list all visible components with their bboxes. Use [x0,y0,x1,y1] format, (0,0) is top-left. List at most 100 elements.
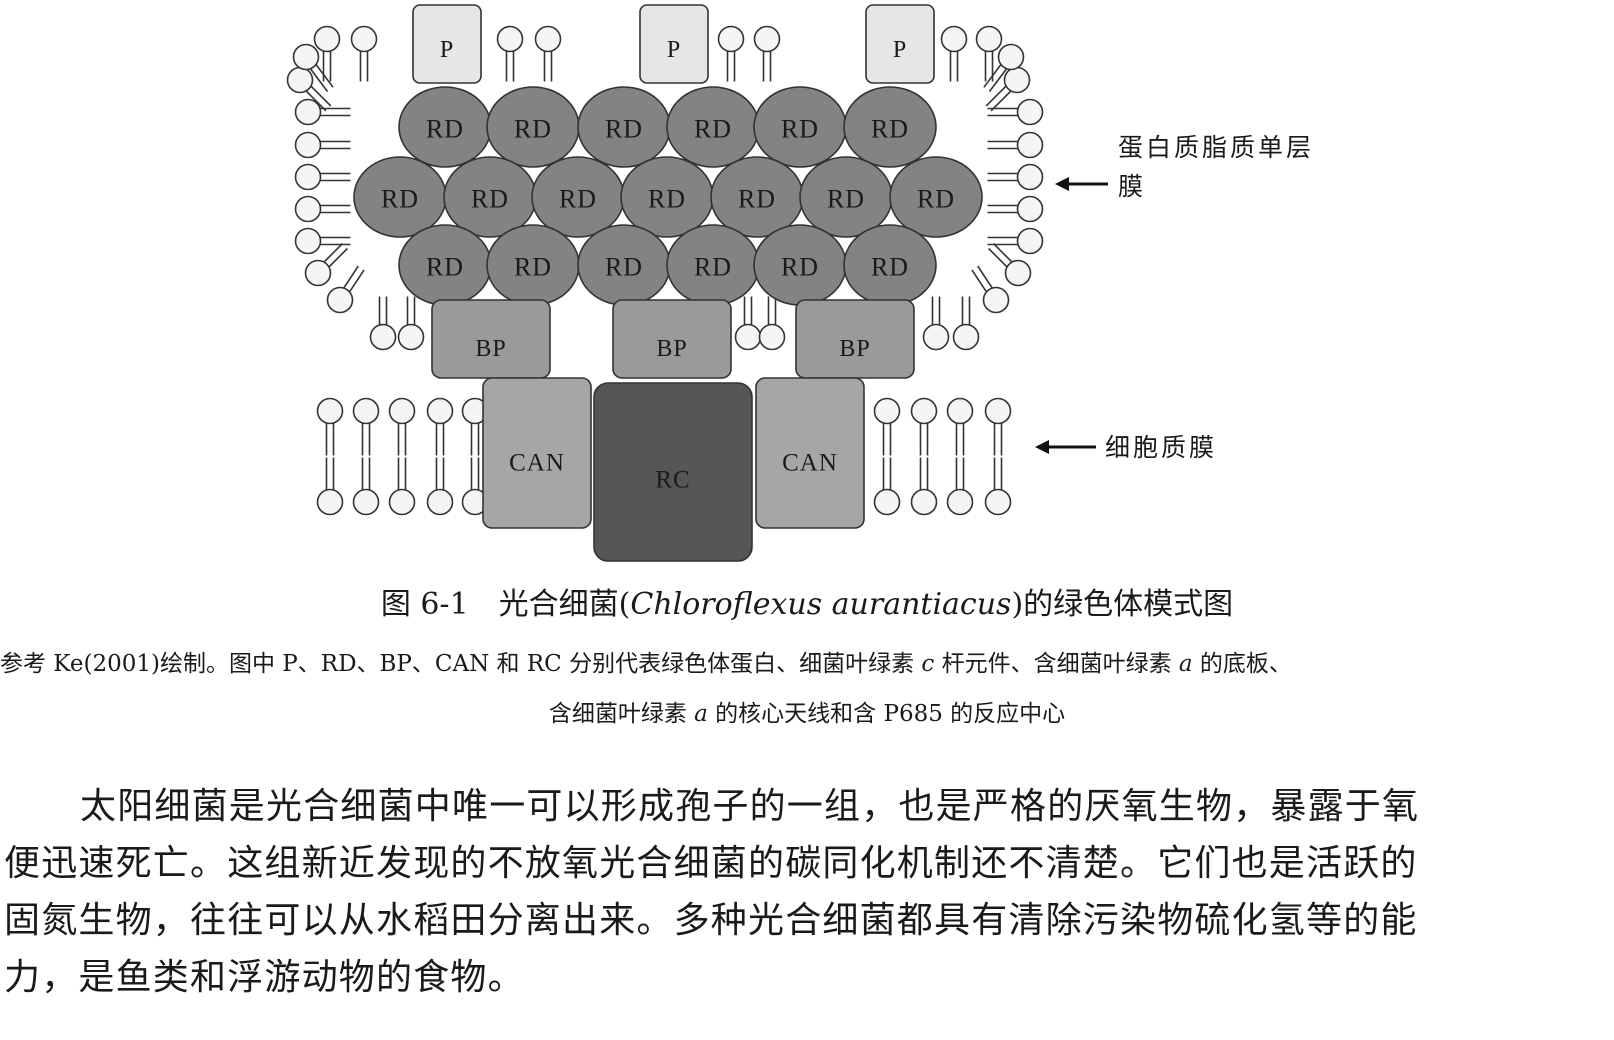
lipid-tail [305,90,327,112]
lipid-head [426,488,454,516]
lipid-tail [310,68,329,92]
lipid-head [1004,259,1032,287]
p-unit-label: P [893,37,907,63]
note-text: 的底板、 [1192,651,1292,677]
body-line: 便迅速死亡。这组新近发现的不放氧光合细菌的碳同化机制还不清楚。它们也是活跃的 [4,843,1418,884]
caption-prefix: 图 6-1 光合细菌( [380,587,631,622]
lipid-head [426,397,454,425]
monolayer-arrow-head [1055,177,1069,191]
figure-note-line1: 参考 Ke(2001)绘制。图中 P、RD、BP、CAN 和 RC 分别代表绿色… [0,647,1614,681]
lipid-head [313,25,341,53]
lipid-head [910,488,938,516]
lipid-head [940,25,968,53]
rd-label: RD [514,115,552,144]
figure-caption: 图 6-1 光合细菌(Chloroflexus aurantiacus)的绿色体… [0,583,1614,627]
rd-label: RD [781,253,819,282]
rc-reaction-center [593,382,753,562]
lipid-tail [985,85,1007,107]
body-line: 力，是鱼类和浮游动物的食物。 [4,957,525,998]
note-italic-c: c [921,651,935,677]
rd-label: RD [781,115,819,144]
lipid-head [352,397,380,425]
rd-label: RD [605,115,643,144]
lipid-head [1016,195,1044,223]
lipid-head [326,286,354,314]
rd-label: RD [381,185,419,214]
lipid-head [304,259,332,287]
cytoplasmic-membrane-callout: 细胞质膜 [1105,428,1217,467]
lipid-tail [971,269,987,292]
can-antenna [482,377,592,529]
rd-label: RD [559,185,597,214]
lipid-head [294,195,322,223]
lipid-head [294,98,322,126]
cytoplasmic-membrane-label: 细胞质膜 [1105,433,1218,462]
lipid-head [286,66,314,94]
lipid-head [873,397,901,425]
membrane-arrow-head [1035,440,1049,454]
lipid-tail [992,243,1013,263]
lipid-head [294,227,322,255]
lipid-head [352,488,380,516]
lipid-head [496,25,524,53]
bp-baseplate-label: BP [656,336,687,362]
can-antenna-label: CAN [509,450,565,477]
rd-label: RD [827,185,865,214]
lipid-head [758,323,786,351]
lipid-head [1003,66,1031,94]
lipid-head [984,488,1012,516]
rd-label: RD [694,253,732,282]
rd-label: RD [917,185,955,214]
lipid-tail [983,64,1002,88]
lipid-tail [990,90,1012,112]
lipid-head [975,25,1003,53]
figure-note-line2: 含细菌叶绿素 a 的核心天线和含 P685 的反应中心 [0,697,1614,731]
lipid-head [997,43,1025,71]
lipid-head [873,488,901,516]
body-paragraph: 太阳细菌是光合细菌中唯一可以形成孢子的一组，也是严格的厌氧生物，暴露于氧 便迅速… [4,778,1610,1006]
lipid-head [350,25,378,53]
rd-label: RD [738,185,776,214]
lipid-tail [988,68,1007,92]
bp-baseplate-label: BP [475,336,506,362]
lipid-tail [349,269,365,292]
rd-label: RD [514,253,552,282]
can-antenna [755,377,865,529]
caption-suffix: )的绿色体模式图 [1011,587,1234,622]
caption-species: Chloroflexus aurantiacus [630,587,1012,622]
lipid-head [1016,131,1044,159]
lipid-head [388,488,416,516]
rd-label: RD [605,253,643,282]
lipid-head [292,43,320,71]
callout-arrows [1035,177,1108,454]
protein-monolayer-callout: 蛋白质脂质单层 膜 [1118,128,1314,206]
lipid-tail [328,247,348,268]
lipid-head [984,397,1012,425]
note-italic-a: a [694,701,708,727]
rd-rod-element [843,86,937,168]
rd-label: RD [471,185,509,214]
bp-baseplate [612,299,732,379]
lipid-tail [323,243,344,263]
lipid-head [922,323,950,351]
lipid-head [316,488,344,516]
lipid-tail [988,247,1008,268]
lipid-tail [977,265,993,289]
lipid-head [952,323,980,351]
rd-label: RD [694,115,732,144]
p-unit [865,4,935,84]
note-text: 参考 Ke(2001)绘制。图中 P、RD、BP、CAN 和 RC 分别代表绿色… [0,651,922,677]
note-text: 的核心天线和含 P685 的反应中心 [707,701,1066,727]
p-unit-label: P [667,37,681,63]
rd-label: RD [426,253,464,282]
note-text: 杆元件、含细菌叶绿素 [934,651,1179,677]
lipid-layers [286,25,1044,516]
body-line: 固氮生物，往往可以从水稻田分离出来。多种光合细菌都具有清除污染物硫化氢等的能 [4,900,1418,941]
lipid-tail [343,265,359,289]
rd-label: RD [648,185,686,214]
p-unit [412,4,482,84]
note-text: 含细菌叶绿素 [548,701,695,727]
protein-monolayer-label-line2: 膜 [1118,172,1147,201]
